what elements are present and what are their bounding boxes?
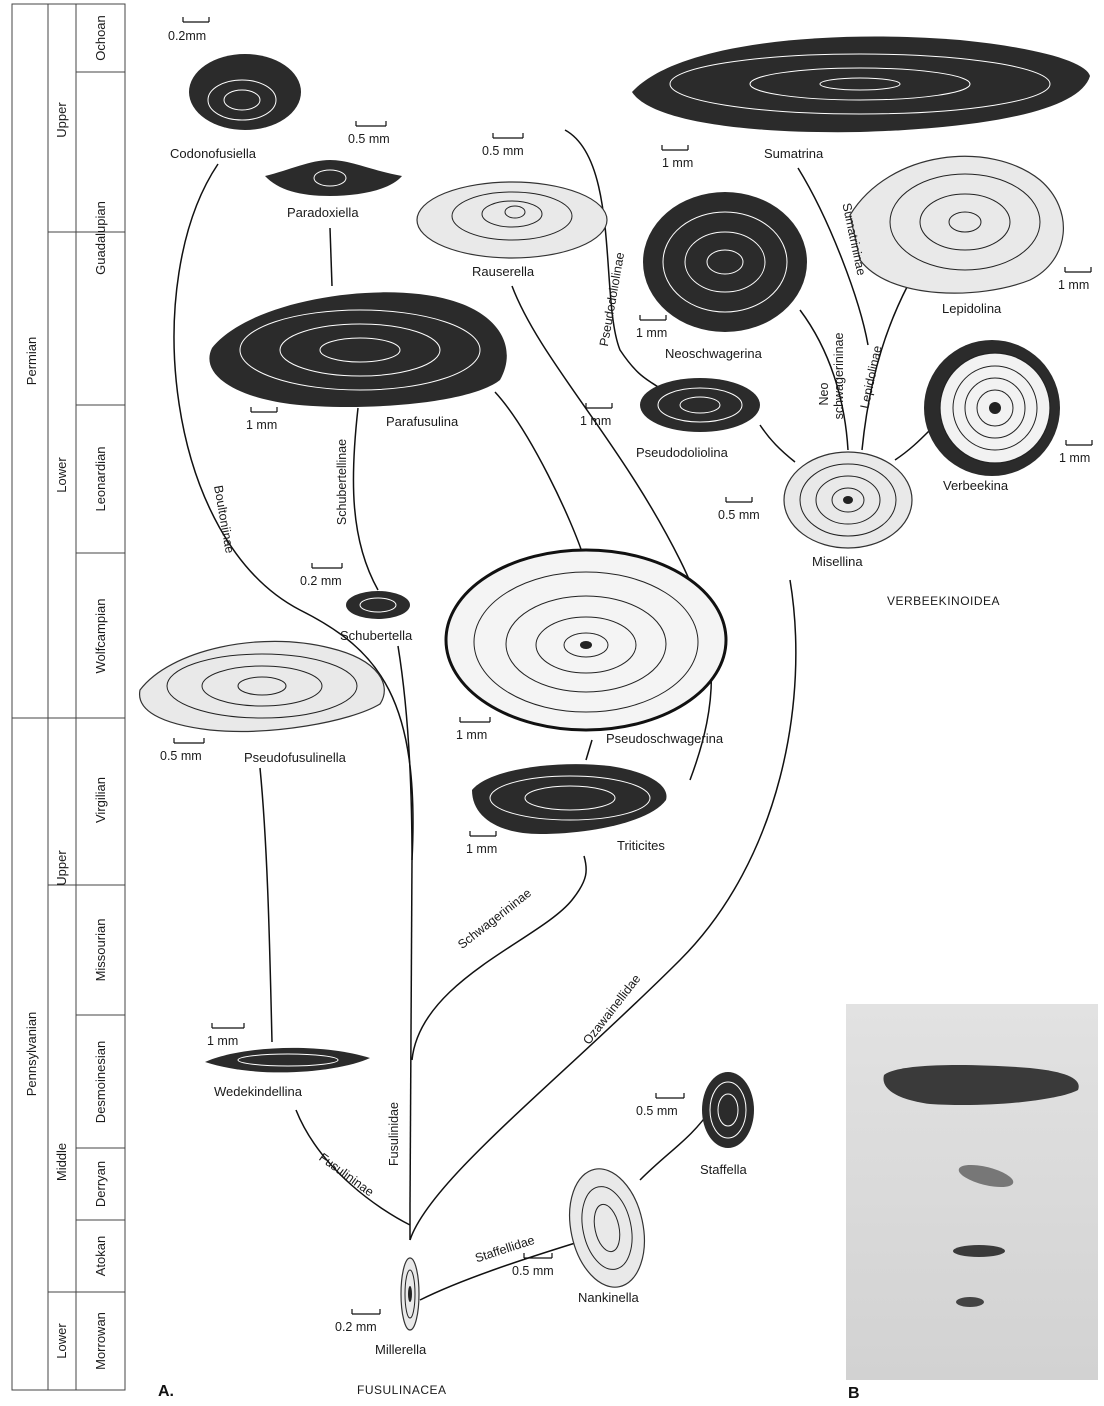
pseudodoliolina-specimen bbox=[640, 378, 760, 432]
branch-fusulinidae: Fusulinidae bbox=[387, 1102, 401, 1166]
label-wedekindellina: Wedekindellina bbox=[214, 1084, 303, 1099]
branch-neo: Neo bbox=[817, 382, 831, 405]
parafusulina-specimen bbox=[209, 292, 506, 407]
branch-pseudodoliolinae: Pseudodoliolinae bbox=[597, 251, 627, 347]
scale-staffella: 0.5 mm bbox=[636, 1104, 678, 1118]
millerella-specimen bbox=[401, 1258, 419, 1330]
scale-codonofusiella: 0.2mm bbox=[168, 29, 206, 43]
stage-ochoan: Ochoan bbox=[93, 15, 108, 61]
scale-sumatrina: 1 mm bbox=[662, 156, 693, 170]
label-lepidolina: Lepidolina bbox=[942, 301, 1002, 316]
label-parafusulina: Parafusulina bbox=[386, 414, 459, 429]
label-pseudodoliolina: Pseudodoliolina bbox=[636, 445, 729, 460]
pseudofusulinella-specimen bbox=[140, 641, 385, 731]
scale-millerella: 0.2 mm bbox=[335, 1320, 377, 1334]
nankinella-specimen bbox=[559, 1162, 654, 1294]
group-verbeekinoidea: VERBEEKINOIDEA bbox=[887, 594, 1000, 608]
label-rauserella: Rauserella bbox=[472, 264, 535, 279]
branch-fusulininae: Fusulininae bbox=[316, 1150, 376, 1199]
stage-wolfcampian: Wolfcampian bbox=[93, 599, 108, 674]
scale-pseudoschwagerina: 1 mm bbox=[456, 728, 487, 742]
system-permian: Permian bbox=[24, 337, 39, 385]
label-misellina: Misellina bbox=[812, 554, 863, 569]
stage-derryan: Derryan bbox=[93, 1161, 108, 1207]
scale-neoschwagerina: 1 mm bbox=[636, 326, 667, 340]
scale-triticites: 1 mm bbox=[466, 842, 497, 856]
scale-lepidolina: 1 mm bbox=[1058, 278, 1089, 292]
branch-staffellidae: Staffellidae bbox=[473, 1233, 536, 1265]
series-penn-middle: Middle bbox=[54, 1143, 69, 1181]
scale-verbeekina: 1 mm bbox=[1059, 451, 1090, 465]
scale-rauserella: 0.5 mm bbox=[482, 144, 524, 158]
label-sumatrina: Sumatrina bbox=[764, 146, 824, 161]
label-pseudoschwagerina: Pseudoschwagerina bbox=[606, 731, 724, 746]
label-schubertella: Schubertella bbox=[340, 628, 413, 643]
label-nankinella: Nankinella bbox=[578, 1290, 639, 1305]
scale-parafusulina: 1 mm bbox=[246, 418, 277, 432]
branch-schwagerininae-neo: schwagerininae bbox=[832, 333, 846, 420]
series-penn-lower: Lower bbox=[54, 1323, 69, 1359]
series-penn-upper: Upper bbox=[54, 850, 69, 886]
photo-specimen-small bbox=[953, 1245, 1005, 1257]
sumatrina-specimen bbox=[632, 37, 1090, 133]
scale-pseudodoliolina: 1 mm bbox=[580, 414, 611, 428]
wedekindellina-specimen bbox=[205, 1048, 370, 1073]
lepidolina-specimen bbox=[850, 156, 1063, 293]
stage-virgilian: Virgilian bbox=[93, 777, 108, 823]
staffella-specimen bbox=[702, 1072, 754, 1148]
label-millerella: Millerella bbox=[375, 1342, 427, 1357]
branch-lepidolinae: Lepidolinae bbox=[858, 344, 885, 410]
label-neoschwagerina: Neoschwagerina bbox=[665, 346, 763, 361]
series-permian-upper: Upper bbox=[54, 102, 69, 138]
system-pennsylvanian: Pennsylvanian bbox=[24, 1012, 39, 1097]
scale-paradoxiella: 0.5 mm bbox=[348, 132, 390, 146]
scale-wedekindellina: 1 mm bbox=[207, 1034, 238, 1048]
branch-schwagerininae: Schwagerininae bbox=[455, 886, 534, 952]
paradoxiella-specimen bbox=[265, 160, 402, 196]
panel-b-photograph bbox=[846, 1004, 1098, 1380]
stage-guadalupian: Guadalupian bbox=[93, 201, 108, 275]
label-pseudofusulinella: Pseudofusulinella bbox=[244, 750, 347, 765]
panel-label-a: A. bbox=[158, 1383, 174, 1400]
pseudoschwagerina-specimen bbox=[446, 550, 726, 730]
neoschwagerina-specimen bbox=[643, 192, 807, 332]
group-fusulinacea: FUSULINACEA bbox=[357, 1383, 447, 1397]
rauserella-specimen bbox=[417, 182, 607, 258]
label-paradoxiella: Paradoxiella bbox=[287, 205, 359, 220]
branch-schubertellinae: Schubertellinae bbox=[335, 439, 349, 525]
scale-misellina: 0.5 mm bbox=[718, 508, 760, 522]
stage-leonardian: Leonardian bbox=[93, 446, 108, 511]
stage-morrowan: Morrowan bbox=[93, 1312, 108, 1370]
label-triticites: Triticites bbox=[617, 838, 665, 853]
verbeekina-specimen bbox=[924, 340, 1060, 476]
label-verbeekina: Verbeekina bbox=[943, 478, 1009, 493]
label-codonofusiella: Codonofusiella bbox=[170, 146, 257, 161]
codonofusiella-specimen bbox=[189, 54, 301, 130]
schubertella-specimen bbox=[346, 591, 410, 619]
series-permian-lower: Lower bbox=[54, 457, 69, 493]
stage-atokan: Atokan bbox=[93, 1236, 108, 1276]
stratigraphic-column: Permian Pennsylvanian Upper Lower Upper … bbox=[12, 4, 125, 1390]
label-staffella: Staffella bbox=[700, 1162, 748, 1177]
scale-schubertella: 0.2 mm bbox=[300, 574, 342, 588]
scale-nankinella: 0.5 mm bbox=[512, 1264, 554, 1278]
photo-specimen-tiny bbox=[956, 1297, 984, 1307]
stage-missourian: Missourian bbox=[93, 919, 108, 982]
triticites-specimen bbox=[472, 764, 667, 834]
branch-ozawainellidae: Ozawainellidae bbox=[580, 972, 643, 1047]
misellina-specimen bbox=[784, 452, 912, 548]
scale-pseudofusulinella: 0.5 mm bbox=[160, 749, 202, 763]
stage-desmoinesian: Desmoinesian bbox=[93, 1041, 108, 1123]
panel-label-b: B bbox=[848, 1385, 860, 1402]
